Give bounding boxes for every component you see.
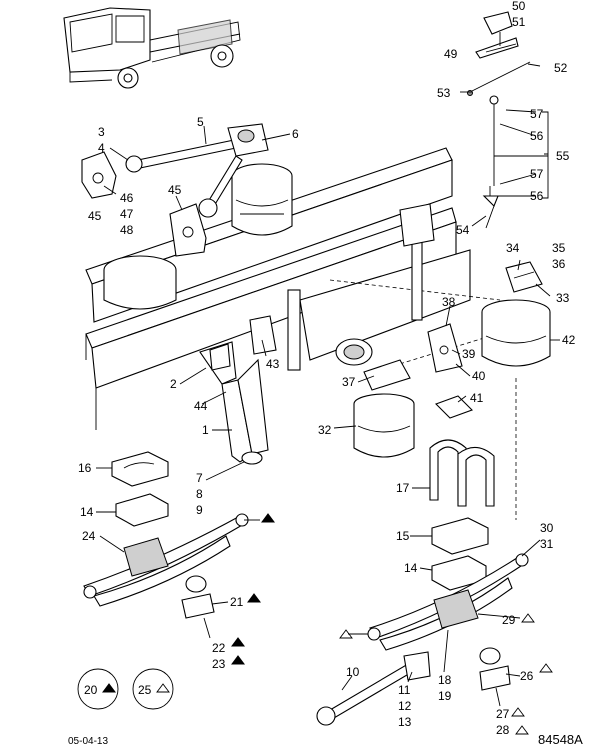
callout-41: 41 [470, 391, 484, 405]
spacer-15 [431, 517, 489, 555]
callout-36: 36 [552, 257, 566, 271]
callout-19: 19 [438, 689, 452, 703]
drawing-code: 84548A [538, 732, 583, 747]
callout-8: 8 [196, 487, 203, 501]
callout-49: 49 [444, 47, 458, 61]
open-triangle-markers [156, 613, 553, 735]
air-spring-32 [353, 393, 415, 458]
callout-18: 18 [438, 673, 452, 687]
legend-filled-circle [77, 668, 119, 710]
callout-14b: 14 [404, 561, 418, 575]
reaction-rod-10 [316, 651, 431, 726]
spacer-14-left [115, 493, 169, 527]
leaf-spring-24 [83, 513, 249, 607]
reaction-rod-5 [125, 123, 269, 218]
callout-31: 31 [540, 537, 554, 551]
callout-1: 1 [202, 423, 209, 437]
callout-labels: 50 51 49 52 53 57 56 55 57 56 54 5 3 4 6… [78, 0, 576, 737]
air-spring-42 [481, 299, 551, 520]
rear-air-spring-left [103, 255, 177, 310]
callout-23: 23 [212, 657, 226, 671]
callout-2: 2 [170, 377, 177, 391]
callout-28: 28 [496, 723, 510, 737]
callout-48: 48 [120, 223, 134, 237]
callout-37: 37 [342, 375, 356, 389]
callout-32: 32 [318, 423, 332, 437]
callout-10: 10 [346, 665, 360, 679]
callout-45a: 45 [88, 209, 102, 223]
legend-open-label: 25 [138, 683, 152, 697]
callout-24: 24 [82, 529, 96, 543]
callout-14a: 14 [80, 505, 94, 519]
callout-47: 47 [120, 207, 134, 221]
callout-54: 54 [456, 223, 470, 237]
trailing-arm-1 [199, 315, 277, 465]
callout-57b: 57 [530, 167, 544, 181]
callout-16: 16 [78, 461, 92, 475]
callout-9: 9 [196, 503, 203, 517]
bushing-26 [479, 647, 511, 691]
filled-triangle-markers [102, 513, 275, 693]
leaf-spring-30 [367, 553, 529, 651]
callout-44: 44 [194, 399, 208, 413]
callout-45b: 45 [168, 183, 182, 197]
callout-40: 40 [472, 369, 486, 383]
callout-17: 17 [396, 481, 410, 495]
callout-56b: 56 [530, 189, 544, 203]
callout-3: 3 [98, 125, 105, 139]
legend-filled-label: 20 [84, 683, 98, 697]
callout-42: 42 [562, 333, 576, 347]
callout-13: 13 [398, 715, 412, 729]
callout-55: 55 [556, 149, 570, 163]
callout-15: 15 [396, 529, 410, 543]
callout-5: 5 [197, 115, 204, 129]
callout-11: 11 [398, 683, 411, 697]
callout-26: 26 [520, 669, 534, 683]
link-rod-assembly [467, 11, 531, 229]
spacer-16 [111, 451, 169, 487]
callout-34: 34 [506, 241, 520, 255]
callout-33: 33 [556, 291, 570, 305]
legend-open-circle [132, 668, 174, 710]
bracket-46 [81, 151, 117, 199]
air-spring-upper [231, 163, 293, 236]
callout-4: 4 [98, 141, 105, 155]
leader-lines [96, 43, 560, 707]
callout-30: 30 [540, 521, 554, 535]
callout-53: 53 [437, 86, 451, 100]
callout-22: 22 [212, 641, 226, 655]
callout-35: 35 [552, 241, 566, 255]
callout-29: 29 [502, 613, 516, 627]
callout-56a: 56 [530, 129, 544, 143]
bracket-37 [363, 359, 411, 391]
u-bolts-17 [429, 439, 495, 507]
callout-52: 52 [554, 61, 568, 75]
bracket-38 [427, 323, 463, 373]
callout-43: 43 [266, 357, 280, 371]
callout-27: 27 [496, 707, 510, 721]
callout-38: 38 [442, 295, 456, 309]
callout-46: 46 [120, 191, 134, 205]
callout-50: 50 [512, 0, 526, 13]
callout-51: 51 [512, 15, 526, 29]
bracket-45 [169, 203, 207, 257]
plate-41 [435, 395, 473, 419]
truck-thumbnail [63, 7, 241, 89]
callout-7: 7 [196, 471, 203, 485]
callout-39: 39 [462, 347, 476, 361]
footer-date: 05-04-13 [68, 736, 108, 747]
callout-21: 21 [230, 595, 244, 609]
bracket-33 [505, 261, 543, 293]
callout-6: 6 [292, 127, 299, 141]
bushing-21 [181, 575, 215, 619]
callout-57a: 57 [530, 107, 544, 121]
callout-12: 12 [398, 699, 412, 713]
